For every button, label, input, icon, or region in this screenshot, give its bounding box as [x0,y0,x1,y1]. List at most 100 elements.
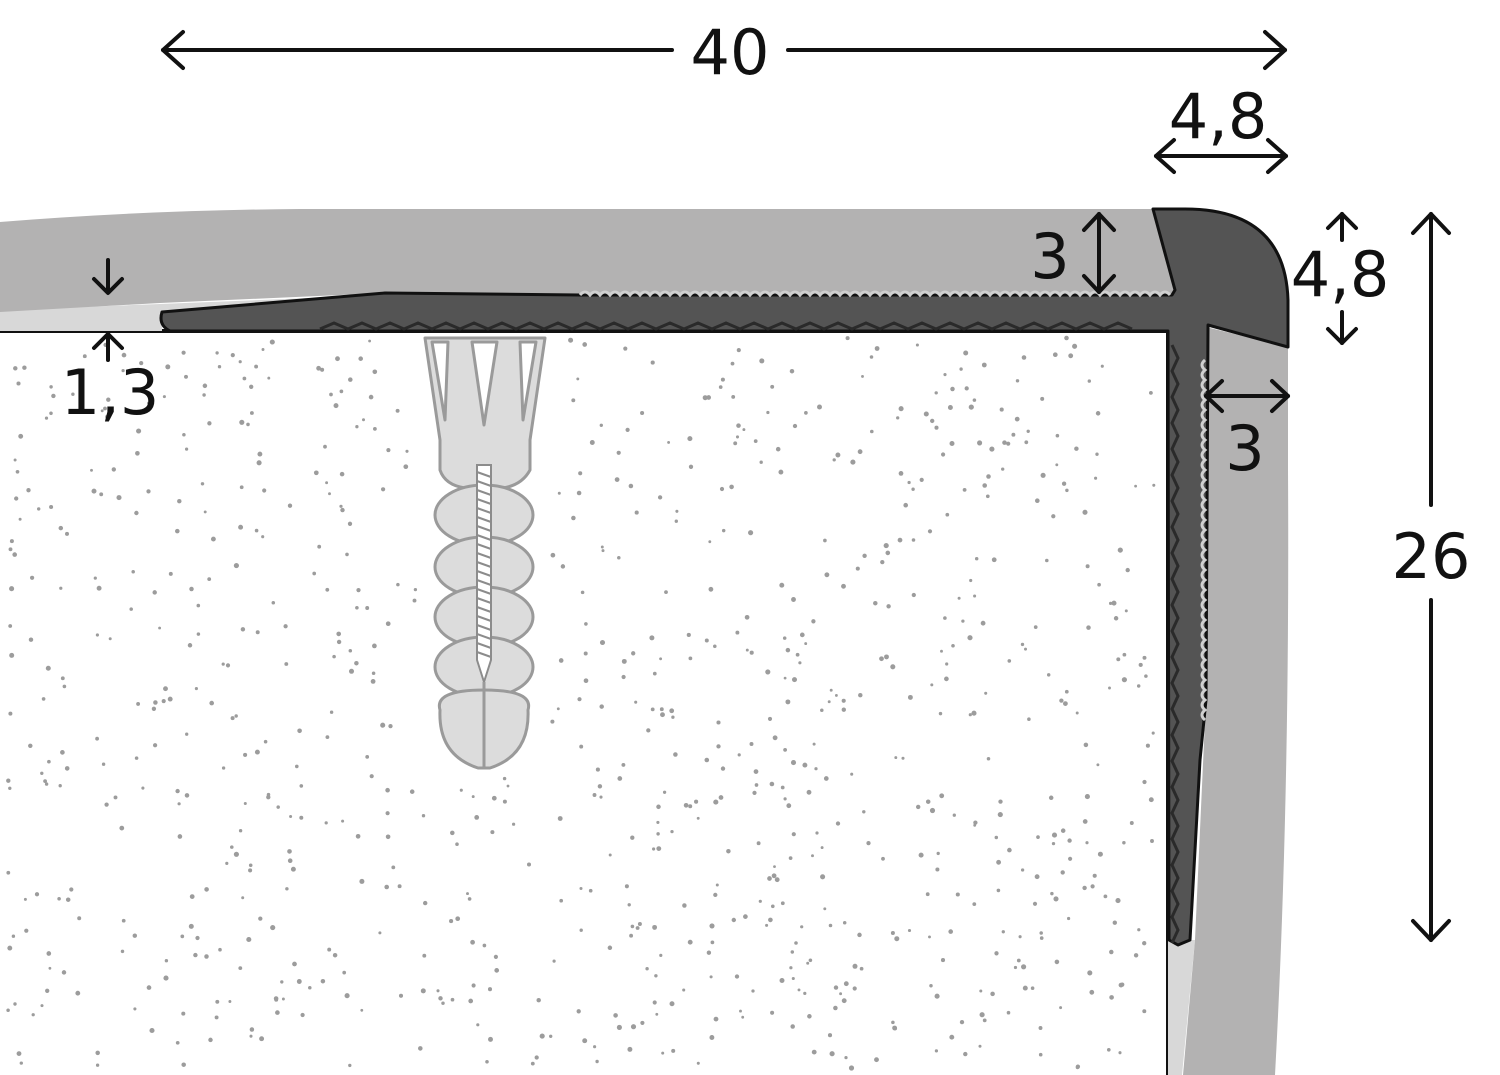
substrate-dot [450,997,455,1002]
substrate-dot [929,807,936,814]
substrate-dot [280,980,284,984]
substrate-dot [635,926,640,930]
substrate-dot [823,538,827,543]
substrate-dot [254,528,259,533]
substrate-dot [595,1059,599,1064]
substrate-dot [947,405,953,410]
substrate-dot [249,1034,253,1038]
substrate-dot [948,929,954,934]
substrate-dot [790,950,795,954]
substrate-dot [136,428,142,434]
substrate-dot [158,626,162,630]
substrate-dot [959,367,963,371]
substrate-dot [568,337,574,343]
substrate-dot [930,418,935,424]
substrate-dot [539,1033,545,1039]
substrate-dot [1086,625,1091,630]
substrate-dot [782,636,787,640]
substrate-dot [511,822,516,826]
substrate-dot [58,784,62,788]
substrate-dot [175,788,180,794]
substrate-dot [925,799,931,804]
substrate-dot [184,447,189,451]
substrate-dot [600,545,604,549]
substrate-dot [15,469,20,474]
substrate-dot [248,863,253,868]
substrate-dot [299,815,304,820]
substrate-dot [607,945,613,951]
substrate-dot [95,1050,100,1056]
substrate-dot [986,757,991,761]
substrate-dot [862,810,866,814]
substrate-dot [248,868,253,873]
substrate-dot [493,954,498,959]
substrate-dot [832,458,836,462]
substrate-dot [652,1000,657,1005]
substrate-dot [927,529,933,534]
substrate-dot [120,949,125,954]
substrate-dot [802,762,808,768]
substrate-dot [1142,941,1147,946]
substrate-dot [276,805,280,809]
substrate-dot [71,392,75,396]
substrate-dot [710,940,715,945]
substrate-dot [409,789,415,794]
substrate-dot [709,975,713,979]
substrate-dot [1095,452,1099,456]
substrate-dot [949,441,955,446]
substrate-dot [153,700,158,705]
substrate-dot [892,1025,898,1031]
substrate-dot [806,961,810,965]
substrate-dot [903,502,909,508]
substrate-dot [1064,689,1069,694]
substrate-dot [65,531,69,536]
substrate-dot [616,1024,622,1030]
substrate-dot [758,899,762,903]
substrate-dot [136,701,141,706]
substrate-dot [735,435,740,439]
substrate-dot [579,744,584,749]
substrate-dot [898,471,904,476]
substrate-dot [852,963,858,969]
substrate-dot [552,959,556,963]
substrate-dot [1052,352,1058,358]
substrate-dot [549,1034,553,1038]
substrate-dot [249,1027,255,1032]
substrate-dot [368,339,372,343]
substrate-dot [789,368,795,374]
substrate-dot [422,953,427,958]
substrate-dot [77,916,82,921]
substrate-dot [8,786,12,790]
substrate-dot [833,985,839,990]
substrate-dot [100,409,104,413]
substrate-dot [708,586,714,592]
substrate-dot [915,343,919,347]
substrate-dot [1060,828,1066,833]
substrate-dot [943,373,947,377]
substrate-dot [957,596,961,600]
substrate-dot [450,830,455,836]
substrate-dot [1097,582,1101,587]
substrate-dot [270,925,276,931]
substrate-dot [616,450,621,455]
substrate-dot [534,1055,539,1060]
substrate-dot [341,819,345,823]
substrate-dot [1082,509,1088,515]
substrate-dot [106,397,111,402]
substrate-dot [1149,391,1153,395]
substrate-dot [1007,847,1012,853]
plug-slot-center [470,340,499,427]
substrate-dot [1018,935,1022,939]
substrate-dot [715,883,719,887]
dim-total-height: 26 [1392,212,1470,942]
substrate-dot [869,355,874,359]
substrate-dot [576,377,580,381]
substrate-dot [506,784,510,788]
substrate-dot [28,743,33,749]
covering-side [1183,327,1289,1075]
substrate-dot [962,488,967,492]
substrate-dot [803,991,807,996]
substrate-dot [752,790,757,796]
substrate-dot [770,904,775,909]
substrate-dot [210,536,216,542]
